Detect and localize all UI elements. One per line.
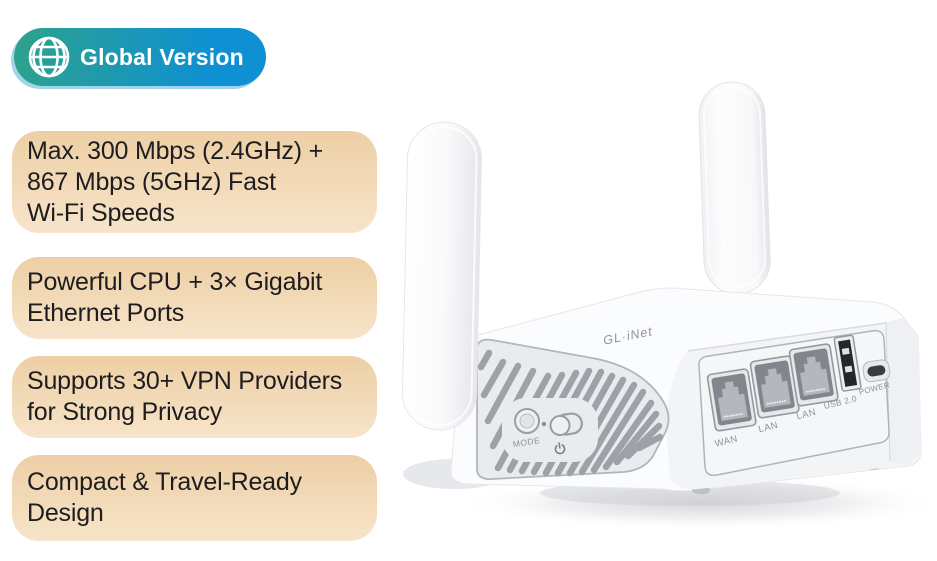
vent-panel: MODE (476, 338, 670, 480)
power-reset-icon (554, 442, 566, 455)
mode-button (514, 408, 547, 434)
feature-line: Ethernet Ports (27, 299, 185, 327)
port-label-lan2: LAN (795, 407, 817, 423)
feature-box-vpn: Supports 30+ VPN Providers for Strong Pr… (12, 356, 377, 438)
feature-line: 867 Mbps (5GHz) Fast (27, 167, 276, 196)
globe-icon (28, 36, 70, 78)
badge-label: Global Version (80, 43, 244, 70)
feature-line: Compact & Travel-Ready (27, 468, 302, 496)
ports-panel: WAN LAN LAN USB 2.0 POWER (698, 329, 891, 477)
port-label-lan1: LAN (757, 420, 779, 436)
feature-line: Max. 300 Mbps (2.4GHz) + (27, 136, 324, 165)
feature-box-wifi-speeds: Max. 300 Mbps (2.4GHz) + 867 Mbps (5GHz)… (12, 131, 377, 233)
usb-c-power-port (862, 359, 891, 383)
top-front-seam (687, 320, 901, 352)
right-seam (885, 322, 891, 462)
usb-port (833, 334, 862, 392)
feature-line: for Strong Privacy (27, 398, 223, 426)
mode-label: MODE (512, 435, 541, 449)
global-version-badge: Global Version (14, 28, 266, 86)
feature-line: Powerful CPU + 3× Gigabit (27, 268, 323, 296)
right-face (887, 318, 921, 465)
feature-line: Design (27, 499, 104, 527)
wan-port (706, 368, 757, 432)
feature-line: Wi-Fi Speeds (27, 198, 175, 227)
port-label-wan: WAN (714, 433, 739, 449)
reset-switch (549, 412, 583, 436)
lan-port-1 (749, 355, 800, 419)
left-antenna (402, 121, 482, 431)
feature-line: Supports 30+ VPN Providers (27, 367, 343, 395)
lan-port-2 (788, 343, 839, 407)
feature-box-compact: Compact & Travel-Ready Design (12, 455, 377, 541)
right-antenna (698, 81, 771, 295)
mode-led (541, 421, 547, 427)
feature-box-cpu-ethernet: Powerful CPU + 3× Gigabit Ethernet Ports (12, 257, 377, 339)
